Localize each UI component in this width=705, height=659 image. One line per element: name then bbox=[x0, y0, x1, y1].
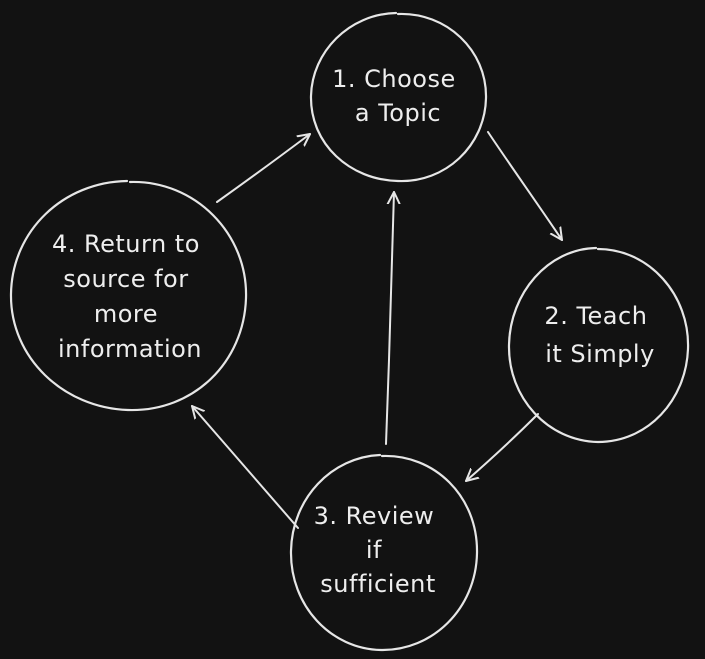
node-label-line: 4. Return to bbox=[52, 230, 200, 258]
arrow-return-to-choose bbox=[216, 133, 311, 203]
node-label-line: it Simply bbox=[545, 340, 655, 368]
node-outline bbox=[507, 246, 690, 444]
node-label-line: 2. Teach bbox=[544, 302, 647, 330]
node-choose-topic: 1. Choose a Topic bbox=[309, 11, 488, 183]
node-label-line: if bbox=[366, 536, 382, 564]
node-label: 1. Choose a Topic bbox=[332, 65, 464, 127]
arrow-choose-to-teach bbox=[487, 131, 563, 241]
node-outline bbox=[289, 453, 479, 652]
node-label-line: 1. Choose bbox=[332, 65, 456, 93]
arrow-review-to-choose bbox=[385, 191, 394, 445]
edges bbox=[191, 131, 563, 529]
node-label-line: source for bbox=[63, 265, 188, 293]
node-outline bbox=[9, 179, 248, 412]
arrow-review-to-return bbox=[191, 405, 299, 529]
node-label: 2. Teach it Simply bbox=[544, 302, 655, 368]
node-label: 4. Return to source for more information bbox=[52, 230, 208, 363]
node-label-line: a Topic bbox=[355, 99, 441, 127]
node-label-line: more bbox=[94, 300, 158, 328]
node-teach-simply: 2. Teach it Simply bbox=[507, 246, 690, 444]
node-outline bbox=[309, 11, 488, 183]
node-label-line: sufficient bbox=[320, 570, 436, 598]
node-label-line: information bbox=[58, 335, 202, 363]
node-review: 3. Review if sufficient bbox=[289, 453, 479, 652]
node-return-source: 4. Return to source for more information bbox=[9, 179, 248, 412]
arrow-teach-to-review bbox=[465, 413, 539, 482]
node-label-line: 3. Review bbox=[314, 502, 435, 530]
node-label: 3. Review if sufficient bbox=[314, 502, 443, 598]
